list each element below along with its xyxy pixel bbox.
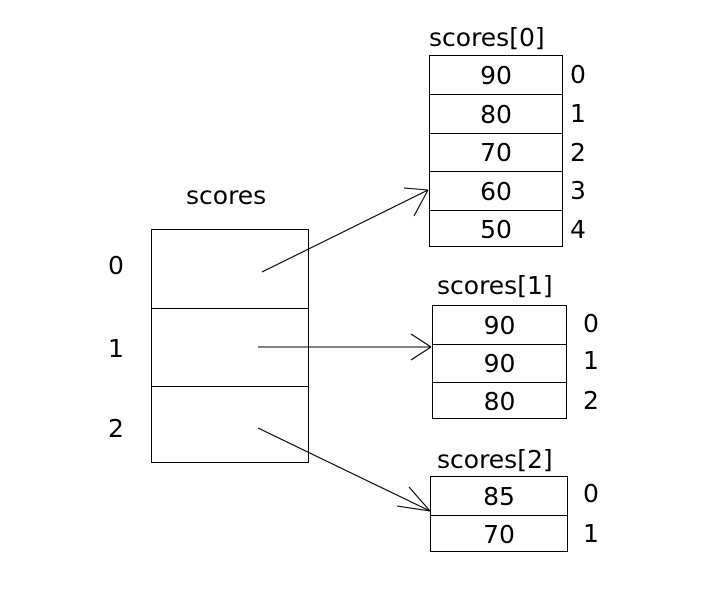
- sub-array-0-index-3: 3: [570, 176, 586, 205]
- sub-array-0-index-2: 2: [570, 138, 586, 167]
- sub-array-2-index-0: 0: [583, 479, 599, 508]
- main-array-cell-2: [152, 386, 308, 464]
- main-array-title: scores: [186, 181, 267, 210]
- main-array-row-index-2: 2: [108, 414, 124, 443]
- sub-array-1-cell-0: 90: [433, 306, 566, 344]
- sub-array-0-value-1: 80: [480, 99, 512, 129]
- sub-array-0-index-4: 4: [570, 215, 586, 244]
- sub-array-0-index-0: 0: [570, 60, 586, 89]
- main-array-cell-0: [152, 230, 308, 308]
- sub-array-1-value-2: 80: [483, 387, 516, 416]
- sub-array-2-value-0: 85: [483, 481, 515, 511]
- main-array-box: [151, 229, 309, 463]
- sub-array-1-index-0: 0: [583, 309, 599, 338]
- sub-array-1-cell-1: 90: [433, 344, 566, 382]
- main-array-row-index-0: 0: [108, 251, 124, 280]
- sub-array-1-box: 90 90 80: [432, 305, 567, 419]
- sub-array-0-box: 90 80 70 60 50: [429, 55, 563, 247]
- sub-array-0-cell-1: 80: [430, 94, 562, 133]
- sub-array-0-value-0: 90: [480, 60, 512, 90]
- sub-array-0-title: scores[0]: [429, 23, 545, 52]
- main-array-row-index-1: 1: [108, 334, 124, 363]
- sub-array-0-value-4: 50: [480, 215, 512, 244]
- sub-array-2-cell-1: 70: [431, 515, 567, 553]
- sub-array-0-cell-3: 60: [430, 171, 562, 210]
- sub-array-0-value-3: 60: [480, 176, 512, 206]
- sub-array-1-cell-2: 80: [433, 382, 566, 420]
- sub-array-2-cell-0: 85: [431, 477, 567, 515]
- sub-array-2-value-1: 70: [483, 520, 515, 549]
- sub-array-2-box: 85 70: [430, 476, 568, 552]
- sub-array-1-value-0: 90: [483, 310, 516, 340]
- sub-array-0-cell-4: 50: [430, 210, 562, 248]
- sub-array-0-cell-0: 90: [430, 56, 562, 94]
- sub-array-0-cell-2: 70: [430, 133, 562, 171]
- sub-array-1-title: scores[1]: [437, 271, 553, 300]
- sub-array-1-index-2: 2: [583, 386, 599, 415]
- sub-array-0-index-1: 1: [570, 99, 586, 128]
- sub-array-1-value-1: 90: [483, 349, 516, 378]
- sub-array-2-title: scores[2]: [437, 445, 553, 474]
- sub-array-2-index-1: 1: [583, 519, 599, 548]
- main-array-cell-1: [152, 308, 308, 386]
- sub-array-0-value-2: 70: [480, 138, 512, 167]
- sub-array-1-index-1: 1: [583, 346, 599, 375]
